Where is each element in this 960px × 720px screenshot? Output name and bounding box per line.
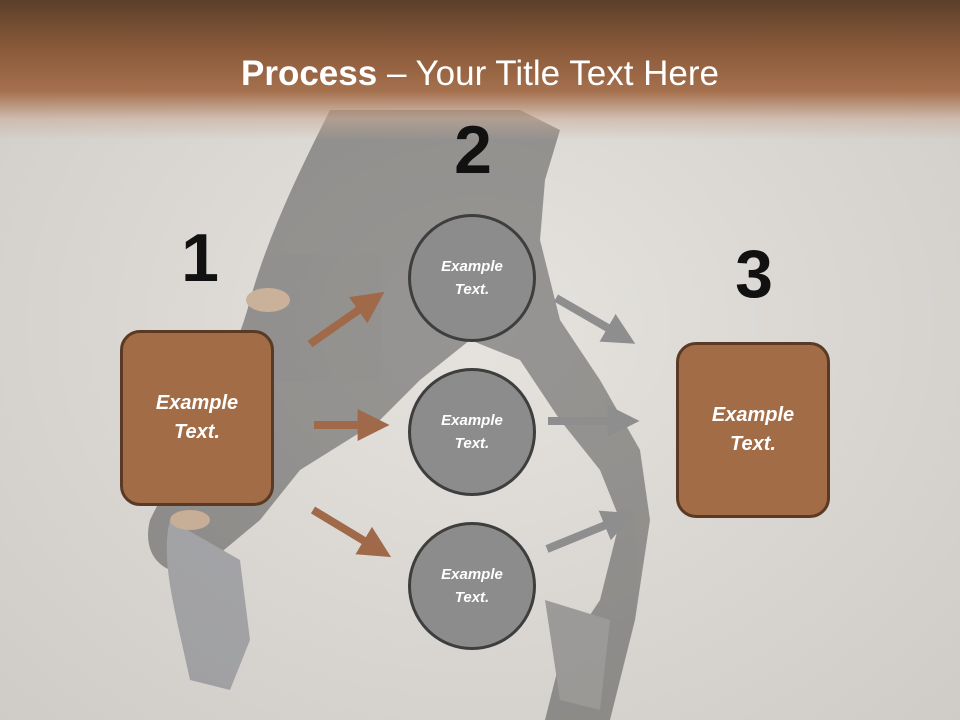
slide-title: Process – Your Title Text Here xyxy=(0,52,960,96)
arrow-1-to-top xyxy=(307,291,385,348)
arrow-bottom-to-3 xyxy=(545,510,635,553)
arrow-1-to-bottom xyxy=(310,506,392,558)
box-step-3: Example Text. xyxy=(676,342,830,518)
box-step-3-label: Example Text. xyxy=(711,404,795,455)
title-rest: – Your Title Text Here xyxy=(377,54,719,93)
step-number-3: 3 xyxy=(735,236,773,312)
circle-bottom: Example Text. xyxy=(408,522,536,650)
circle-top-label: Example Text. xyxy=(441,258,503,298)
circle-middle-label: Example Text. xyxy=(441,412,503,452)
box-step-1-label: Example Text. xyxy=(155,392,239,443)
step-number-2: 2 xyxy=(454,112,492,188)
circle-bottom-label: Example Text. xyxy=(441,566,503,606)
circle-top: Example Text. xyxy=(408,214,536,342)
step-number-1: 1 xyxy=(181,220,219,296)
header-band xyxy=(0,0,960,140)
circle-middle: Example Text. xyxy=(408,368,536,496)
arrow-top-to-3 xyxy=(553,294,636,344)
box-step-1: Example Text. xyxy=(120,330,274,506)
title-bold: Process xyxy=(241,54,378,93)
